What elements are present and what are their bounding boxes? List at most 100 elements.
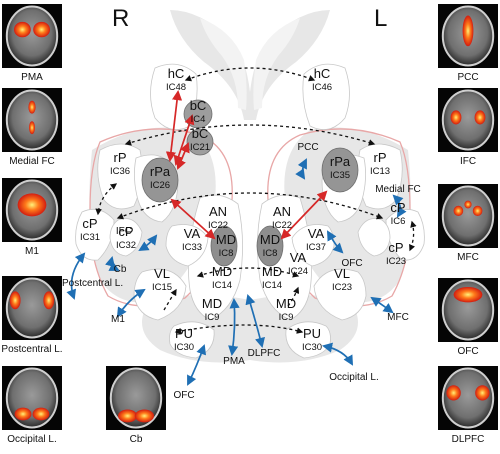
node-name: VA [184,226,201,241]
activation-blob [14,407,32,421]
node-name: MD [212,264,232,279]
node-ic: IC4 [191,114,206,125]
node-ic: IC22 [272,220,292,231]
activation-blob [453,286,483,303]
node-ic: IC30 [302,342,322,353]
target-pma: PMA [223,356,245,367]
panel-caption: M1 [25,246,39,257]
panel-caption: Medial FC [9,156,55,167]
node-name: cP [118,224,133,239]
node-ic: IC23 [332,282,352,293]
brain-slice [5,5,59,67]
brain-slice [441,89,495,151]
left-panel-2: Medial FC [2,88,62,167]
node-ic: IC8 [263,248,278,259]
right-panel-3: MFC [438,184,498,263]
brain-slice [441,367,495,429]
node-ic: IC48 [166,82,186,93]
node-ic: IC6 [391,216,406,227]
cerebellum-panel: Cb [106,366,166,445]
activation-blob [450,110,462,125]
node-name: bC [190,98,207,113]
activation-blob [446,385,461,401]
inner-silhouette [200,18,300,110]
target-mfc: MFC [387,312,409,323]
left-panel-4: Postcentral L. [1,276,63,355]
node-name: VA [290,250,307,265]
node-ic: IC9 [279,312,294,323]
panel-caption: DLPFC [452,434,485,445]
node-ic: IC14 [212,280,232,291]
node-ic: IC32 [116,240,136,251]
target-dlpfc: DLPFC [248,348,281,359]
node-ic: IC23 [386,256,406,267]
activation-blob [33,21,50,38]
panel-caption: Occipital L. [7,434,56,445]
activation-blob [462,15,474,47]
panel-caption: PMA [21,72,43,83]
node-ic: IC35 [330,170,350,181]
node-name: PU [303,326,321,341]
activation-blob [29,121,35,135]
node-name: rPa [330,154,351,169]
node-ic: IC36 [110,166,130,177]
node-name: VL [154,266,170,281]
node-ic: IC37 [306,242,326,253]
panel-caption: Cb [130,434,143,445]
node-name: rP [114,150,127,165]
node-ic: IC31 [80,232,100,243]
node-name: AN [209,204,227,219]
node-ic: IC24 [288,266,308,277]
node-name: hC [314,66,331,81]
target-ofc_b: OFC [173,390,194,401]
left-panel-5: Occipital L. [2,366,62,445]
node-name: bC [192,126,209,141]
activation-blob [134,409,154,423]
node-name: VL [334,266,350,281]
node-ic: IC30 [174,342,194,353]
node-name: PU [175,326,193,341]
node-ic: IC22 [208,220,228,231]
brain-slice [5,277,59,339]
blue-arrows [66,158,407,386]
left-panel-1: PMA [2,4,62,83]
right-panel-5: DLPFC [438,366,498,445]
activation-blob [28,100,36,114]
right-panel-2: IFC [438,88,498,167]
panel-caption: PCC [457,72,478,83]
node-ic: IC33 [182,242,202,253]
node-ic: IC13 [370,166,390,177]
right-panel-1: PCC [438,4,498,83]
activation-blob [472,205,483,217]
activation-blob [464,200,472,209]
activation-blob [17,193,47,217]
target-ofc_l: OFC [341,258,362,269]
brain-slice [5,367,59,429]
target-pcc: PCC [297,142,318,153]
node-name: cP [390,200,405,215]
activation-blob [475,385,490,401]
target-cb: Cb [114,264,127,275]
node-ic: IC8 [219,248,234,259]
target-m1: M1 [111,314,125,325]
node-name: MD [262,264,282,279]
activation-blob [474,110,486,125]
target-ifc_r: IFC [116,226,132,237]
node-ic: IC26 [150,180,170,191]
